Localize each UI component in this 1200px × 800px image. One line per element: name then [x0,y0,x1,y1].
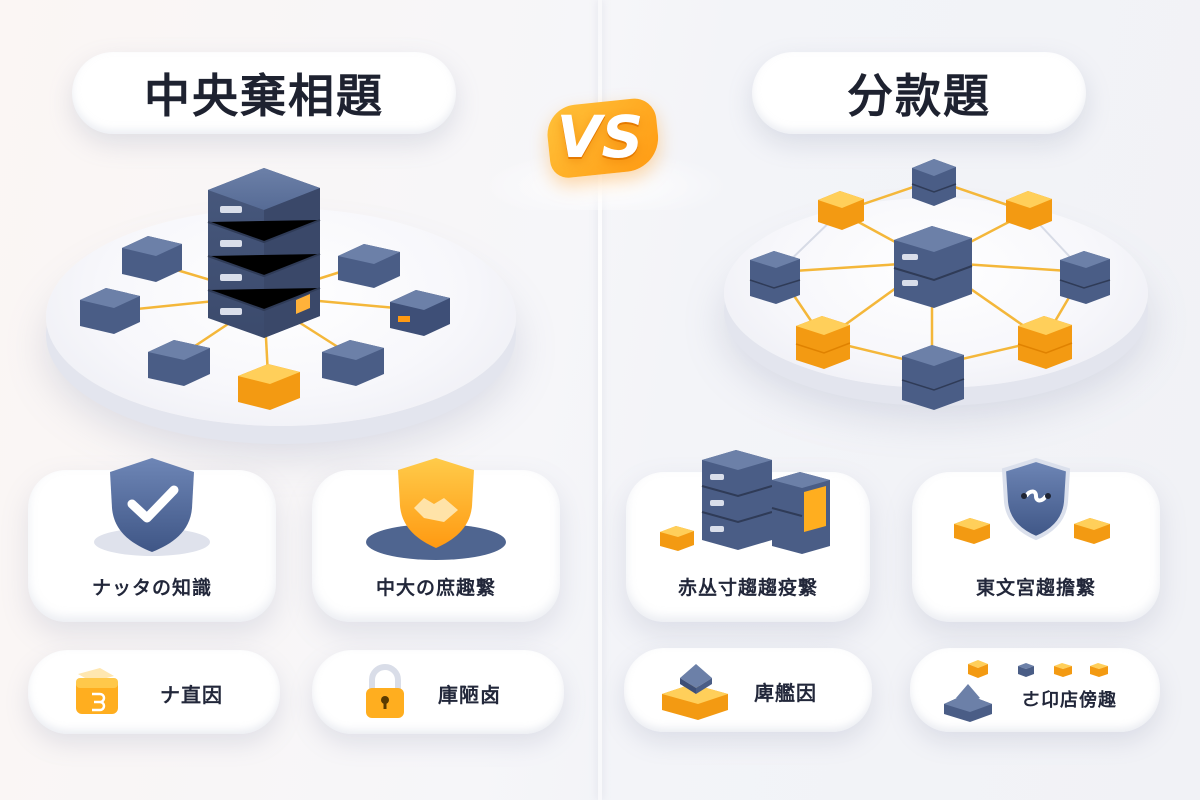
pyramid-icon [944,684,992,722]
feature-pill-right-1[interactable]: 庳艦因 [624,648,872,732]
feature-pill-left-1-label: ナ直因 [160,683,223,707]
server-stack-icon [660,450,830,554]
feature-card-left-1[interactable]: ナッタの知識 [28,458,276,622]
distributed-node-orange [795,316,851,369]
folder-icon [76,668,118,714]
distributed-hub-server [893,226,973,308]
title-left-pill: 中央棄相題 [72,52,456,134]
distributed-node [1059,251,1111,304]
centralized-client-node [322,340,384,386]
feature-card-left-2-label: 中大の庶趣繋 [375,577,496,599]
feature-card-right-2[interactable]: 東文宮趨擔繋 [912,458,1160,622]
shield-link-icon [954,458,1110,544]
centralized-client-node [390,290,450,336]
central-server-icon [207,168,321,338]
vs-badge: VS [540,96,660,178]
centralized-client-node [80,288,140,334]
center-divider [598,0,602,800]
distributed-node [911,159,957,206]
centralized-client-node [338,244,400,288]
distributed-node [901,345,965,410]
distributed-node [749,251,801,304]
lock-icon [366,664,404,718]
feature-card-right-2-label: 東文宮趨擔繋 [975,577,1096,599]
distributed-node-orange [818,191,864,230]
title-right-pill: 分款題 [752,52,1086,134]
shield-handshake-icon [366,458,506,560]
feature-pill-right-1-label: 庳艦因 [754,681,817,705]
centralized-client-node [122,236,182,282]
feature-pill-left-1[interactable]: ナ直因 [28,650,280,734]
layers-icon [662,664,728,720]
title-left: 中央棄相題 [144,69,384,123]
pyramid-nodes-icon [968,660,1108,678]
title-right: 分款題 [847,69,991,123]
feature-card-right-1[interactable]: 赤丛寸趨趨疫繋 [626,450,870,622]
feature-card-right-1-label: 赤丛寸趨趨疫繋 [677,577,818,599]
feature-pill-right-2[interactable]: ㄜ卬店傍趣 [910,648,1160,732]
feature-card-left-1-label: ナッタの知識 [91,577,212,599]
feature-card-left-2[interactable]: 中大の庶趣繋 [312,458,560,622]
feature-pill-right-2-label: ㄜ卬店傍趣 [1022,690,1117,711]
centralized-client-node-highlight [238,364,300,410]
centralized-client-node [148,340,210,386]
shield-check-icon [94,458,210,556]
distributed-node-orange [1017,316,1073,369]
distributed-node-orange [1006,191,1052,230]
feature-pill-left-2-label: 庫陋卤 [438,683,501,707]
feature-pill-left-2[interactable]: 庫陋卤 [312,650,564,734]
vs-text: VS [556,103,644,171]
